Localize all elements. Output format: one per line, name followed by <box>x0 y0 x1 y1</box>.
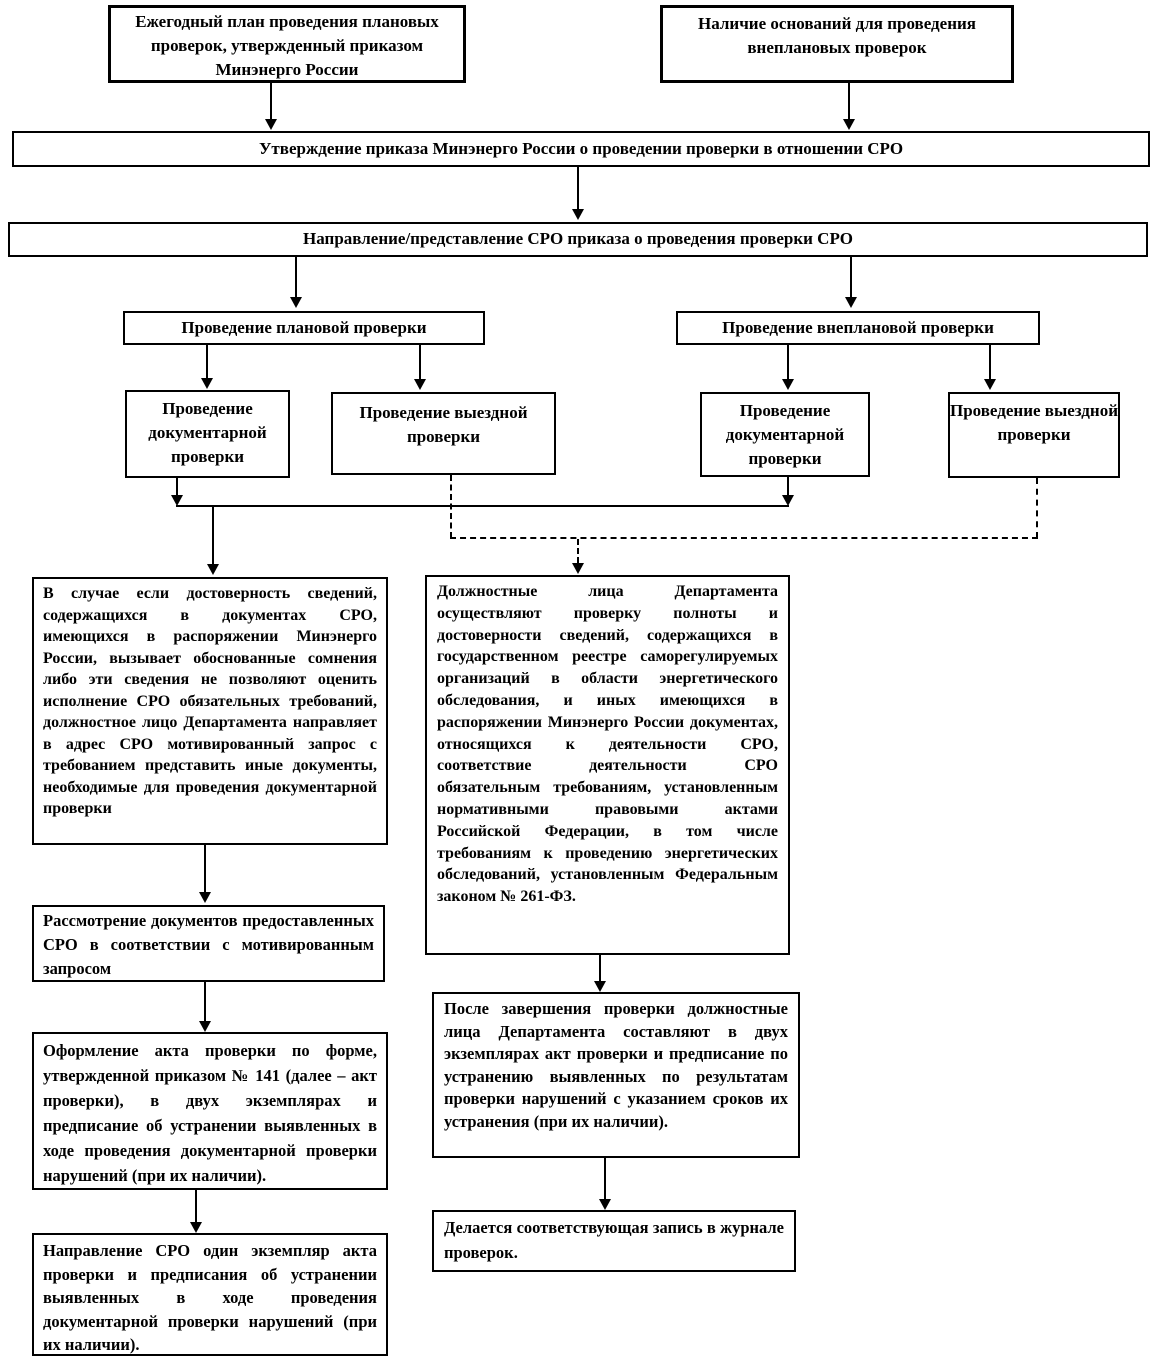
arrowhead-unplanned-documentary <box>782 379 794 390</box>
node-unplanned-field: Проведение выездной проверки <box>948 392 1120 478</box>
connector-unplanned-field <box>989 345 991 379</box>
connector-documentary1-collector <box>176 478 178 495</box>
node-documents-review: Рассмотрение документов предоставленных … <box>32 905 385 982</box>
connector-execution-direction <box>195 1190 197 1222</box>
node-annual-plan: Ежегодный план проведения плановых прове… <box>108 5 466 83</box>
connector-review-execution <box>204 982 206 1021</box>
connector-planned-field <box>419 345 421 379</box>
arrowhead-annualplan-approval <box>265 119 277 130</box>
connector-dashed-field2 <box>1036 478 1038 538</box>
connector-request-review <box>204 845 206 892</box>
arrowhead-officials-drafting <box>594 981 606 992</box>
connector-drafting-journal <box>604 1158 606 1199</box>
arrowhead-direction-planned <box>290 297 302 308</box>
node-act-drafting: После завершения проверки должностные ли… <box>432 992 800 1158</box>
node-act-execution: Оформление акта проверки по форме, утвер… <box>32 1032 388 1190</box>
arrowhead-execution-direction <box>190 1222 202 1233</box>
node-officials-review: Должностные лица Департамента осуществля… <box>425 575 790 955</box>
arrowhead-drafting-journal <box>599 1199 611 1210</box>
node-journal-entry: Делается соответствующая запись в журнал… <box>432 1210 796 1272</box>
node-planned-inspection: Проведение плановой проверки <box>123 311 485 345</box>
connector-documentary-collector-line <box>176 505 789 507</box>
connector-collector-request <box>212 505 214 564</box>
connector-documentary2-collector <box>787 477 789 495</box>
node-planned-field: Проведение выездной проверки <box>331 392 556 475</box>
node-grounds-unplanned: Наличие оснований для проведения внеплан… <box>660 5 1014 83</box>
connector-officials-drafting <box>599 955 601 981</box>
connector-grounds-approval <box>848 83 850 119</box>
connector-planned-documentary <box>206 345 208 378</box>
node-act-direction: Направление СРО один экземпляр акта пров… <box>32 1233 388 1356</box>
connector-dashed-officials <box>577 539 579 563</box>
node-motivated-request: В случае если достоверность сведений, со… <box>32 577 388 845</box>
connector-direction-unplanned <box>850 257 852 297</box>
arrowhead-direction-unplanned <box>845 297 857 308</box>
arrowhead-collector-request <box>207 564 219 575</box>
node-unplanned-inspection: Проведение внеплановой проверки <box>676 311 1040 345</box>
arrowhead-request-review <box>199 892 211 903</box>
connector-dashed-field1 <box>450 475 452 538</box>
arrowhead-grounds-approval <box>843 119 855 130</box>
connector-unplanned-documentary <box>787 345 789 379</box>
arrowhead-documentary2-collector <box>782 495 794 506</box>
connector-dashed-collector-line <box>450 537 1038 539</box>
arrowhead-unplanned-field <box>984 379 996 390</box>
arrowhead-review-execution <box>199 1021 211 1032</box>
connector-direction-planned <box>295 257 297 297</box>
arrowhead-planned-field <box>414 379 426 390</box>
node-order-direction: Направление/представление СРО приказа о … <box>8 222 1148 257</box>
node-unplanned-documentary: Проведение документарной проверки <box>700 392 870 477</box>
connector-approval-direction <box>577 167 579 209</box>
arrowhead-dashed-officials <box>572 563 584 574</box>
node-planned-documentary: Проведение документарной проверки <box>125 390 290 478</box>
arrowhead-documentary1-collector <box>171 495 183 506</box>
connector-annualplan-approval <box>270 83 272 119</box>
node-order-approval: Утверждение приказа Минэнерго России о п… <box>12 131 1150 167</box>
arrowhead-planned-documentary <box>201 378 213 389</box>
arrowhead-approval-direction <box>572 209 584 220</box>
